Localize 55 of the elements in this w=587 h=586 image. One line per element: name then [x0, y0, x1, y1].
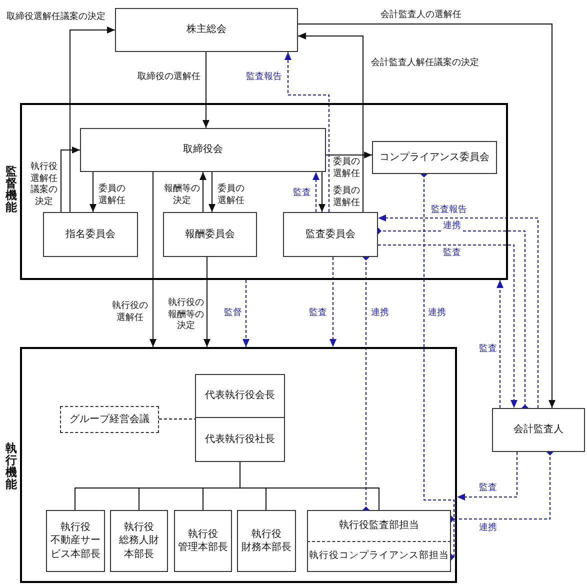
- org-box: 監査委員会: [283, 212, 378, 257]
- post-name: 管理本部長: [177, 541, 229, 554]
- arrow: [70, 26, 116, 212]
- arrow: [204, 256, 210, 348]
- arrow: [242, 280, 250, 348]
- section-heading: 執行機能: [5, 442, 18, 490]
- post-name: 総務人財本部長: [118, 534, 160, 562]
- org-box: 株主総会: [115, 8, 298, 52]
- post-box: [237, 510, 296, 572]
- arrow: [60, 146, 80, 212]
- connector-line: [158, 418, 196, 420]
- post-title: 執行役: [123, 520, 155, 534]
- org-box: 代表執行役会長: [195, 374, 285, 418]
- post-name: 財務本部長: [240, 541, 292, 554]
- edge-label: 委員の選解任: [332, 157, 361, 180]
- org-box: 報酬委員会: [163, 212, 257, 257]
- arrow: [298, 32, 364, 212]
- arrow: [378, 214, 538, 408]
- arrow: [284, 52, 330, 212]
- edge-label: 委員の選解任: [216, 184, 246, 208]
- org-box: 取締役会: [80, 128, 326, 172]
- arrow: [318, 172, 326, 212]
- post-name: 不動産サービス本部長: [50, 534, 102, 562]
- edge-label: 執行役の選解任: [110, 301, 150, 324]
- arrow: [298, 24, 556, 408]
- post-title: 執行役: [250, 528, 282, 541]
- org-box: 執行役コンプライアンス部担当: [307, 542, 451, 572]
- arrow: [150, 172, 156, 348]
- org-box: 執行役監査部担当: [307, 510, 451, 542]
- org-box: 代表執行役社長: [195, 418, 285, 462]
- org-box: コンプライアンス委員会: [372, 141, 497, 174]
- arrow: [200, 172, 206, 212]
- arrow: [456, 452, 518, 500]
- section-heading: 監督機能: [5, 165, 18, 214]
- edge-label: 委員の選解任: [97, 184, 127, 208]
- edge-label: 報酬等の決定: [162, 184, 202, 208]
- arrow: [330, 256, 336, 348]
- connector-line: [240, 462, 380, 510]
- dashed-box: グループ経営会議: [60, 406, 159, 433]
- arrow: [312, 172, 320, 212]
- org-box: 会計監査人: [492, 408, 585, 452]
- arrow: [378, 244, 518, 408]
- edge-label: 連携: [442, 221, 462, 233]
- edge-label: 委員の選解任: [332, 186, 361, 210]
- post-box: [110, 510, 168, 572]
- arrow: [496, 280, 504, 408]
- post-box: [46, 510, 105, 572]
- arrow: [202, 52, 210, 128]
- post-box: [174, 510, 232, 572]
- arrow: [90, 172, 96, 212]
- arrow: [208, 172, 216, 212]
- arrow: [326, 152, 372, 158]
- org-box: 指名委員会: [43, 212, 138, 257]
- post-title: 執行役: [187, 528, 219, 541]
- post-title: 執行役: [60, 520, 92, 534]
